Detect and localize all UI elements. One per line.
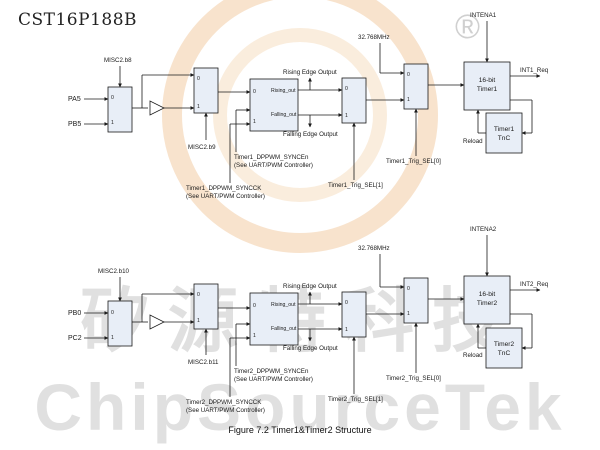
watermark-ring-inner [213,28,387,202]
timer1-rising-output-label: Rising Edge Output [283,69,337,76]
timer1-input-mux [107,86,133,133]
timer2-int-req-label: INT2_Req [520,281,549,288]
timer2-sync-en-label: Timer2_DPPWM_SYNCEn [234,368,309,375]
timer2-edge-select-mux [341,291,367,338]
timer2-tnc-line1: Timer2 [494,341,515,348]
timer2-counter-line1: 16-bit [479,291,496,298]
timer2-polarity-mux-pin0: 0 [197,292,200,298]
document-part-number: CST16P188B [18,10,138,30]
timer1-counter-line2: Timer1 [477,86,498,93]
timer2-clock-select-mux [403,277,429,324]
timer1-clock-mux-pin0: 0 [407,72,410,78]
timer1-edge-mux-pin0: 0 [345,86,348,92]
timer2-tnc-line2: TnC [498,350,511,357]
timer2-counter-line2: Timer2 [477,300,498,307]
timer1-buffer-icon [149,100,165,116]
timer2-input-b-label: PC2 [68,335,82,342]
timer2-falling-output-label: Falling Edge Output [283,345,338,352]
timer2-reload-label: Reload [463,352,483,359]
timer1-polarity-mux-pin0: 0 [197,76,200,82]
timer1-inten-label: INTENA1 [470,12,497,19]
timer1-input-b-label: PB5 [68,121,81,128]
timer2-misc-bottom-label: MISC2.b11 [188,359,219,366]
timer1-counter-line1: 16-bit [479,77,496,84]
timer2-edge-pin0: 0 [253,303,256,309]
timer1-input-mux-pin0: 0 [111,95,114,101]
timer2-misc-top-label: MISC2.b10 [98,268,130,275]
timer2-counter-block [463,275,511,325]
registered-mark: ® [455,8,480,46]
timer1-sync-en-note: (See UART/PWM Controller) [234,162,313,169]
timer1-edge-detector [249,78,299,132]
timer2-input-mux-pin0: 0 [111,310,114,316]
timer2-edge-mux-pin0: 0 [345,300,348,306]
timer1-misc-top-label: MISC2.b8 [104,57,132,64]
timer1-polarity-mux-pin1: 1 [197,104,200,110]
timer1-tnc-block [485,112,523,154]
timer1-int-req-label: INT1_Req [520,67,549,74]
timer1-sync-ck-note: (See UART/PWM Controller) [186,193,265,200]
timer2-rising-port: Rising_out [271,302,296,308]
figure-caption: Figure 7.2 Timer1&Timer2 Structure [228,425,372,435]
timer1-clock-label: 32.768MHz [358,34,390,41]
timer1-edge-mux-pin1: 1 [345,113,348,119]
timer2-sync-en-note: (See UART/PWM Controller) [234,376,313,383]
timer2-buffer-icon [149,314,165,330]
timer1-sync-ck-label: Timer1_DPPWM_SYNCCK [186,185,262,192]
timer2-sync-ck-label: Timer2_DPPWM_SYNCCK [186,399,262,406]
timer1-input-a-label: PA5 [68,96,81,103]
timer1-edge-pin0: 0 [253,89,256,95]
timer2-clock-label: 32.768MHz [358,245,390,252]
timer2-trig-sel0-label: Timer2_Trig_SEL[0] [386,375,441,382]
timer2-edge-detector [249,292,299,346]
timer1-trig-sel1-label: Timer1_Trig_SEL[1] [328,182,383,189]
timer2-clock-mux-pin1: 1 [407,311,410,317]
timer2-edge-mux-pin1: 1 [345,327,348,333]
watermark-latin-text: ChipSourceTek [34,370,565,444]
timer2-input-mux [107,300,133,347]
timer2-falling-port: Falling_out [271,326,297,332]
timer2-inten-label: INTENA2 [470,226,497,233]
timer1-clock-select-mux [403,63,429,110]
timer1-structure: 0 1 MISC2.b8 PA5 PB5 0 1 MISC2.b9 0 1 Ri… [68,12,549,200]
timer2-rising-output-label: Rising Edge Output [283,283,337,290]
timer2-tnc-block [485,327,523,369]
timer1-falling-port: Falling_out [271,112,297,118]
timer1-misc-bottom-label: MISC2.b9 [188,144,216,151]
timer1-sync-en-label: Timer1_DPPWM_SYNCEn [234,154,309,161]
timer1-edge-select-mux [341,77,367,124]
timer1-clock-mux-pin1: 1 [407,97,410,103]
timer2-trig-sel1-label: Timer2_Trig_SEL[1] [328,396,383,403]
timer2-sync-ck-note: (See UART/PWM Controller) [186,407,265,414]
timer1-reload-label: Reload [463,138,483,145]
timer1-input-mux-pin1: 1 [111,120,114,126]
timer2-clock-mux-pin0: 0 [407,286,410,292]
timer1-tnc-line2: TnC [498,135,511,142]
timer1-falling-output-label: Falling Edge Output [283,131,338,138]
timer1-tnc-line1: Timer1 [494,126,515,133]
watermark-ring-outer [162,0,438,253]
timer2-input-a-label: PB0 [68,310,81,317]
timer2-structure: 0 1 MISC2.b10 PB0 PC2 0 1 MISC2.b11 0 1 … [68,226,549,414]
timer2-edge-pin1: 1 [253,333,256,339]
timer1-rising-port: Rising_out [271,88,296,94]
timer1-edge-pin1: 1 [253,119,256,125]
timer2-input-mux-pin1: 1 [111,335,114,341]
timer1-trig-sel0-label: Timer1_Trig_SEL[0] [386,158,441,165]
timer2-polarity-mux-pin1: 1 [197,318,200,324]
